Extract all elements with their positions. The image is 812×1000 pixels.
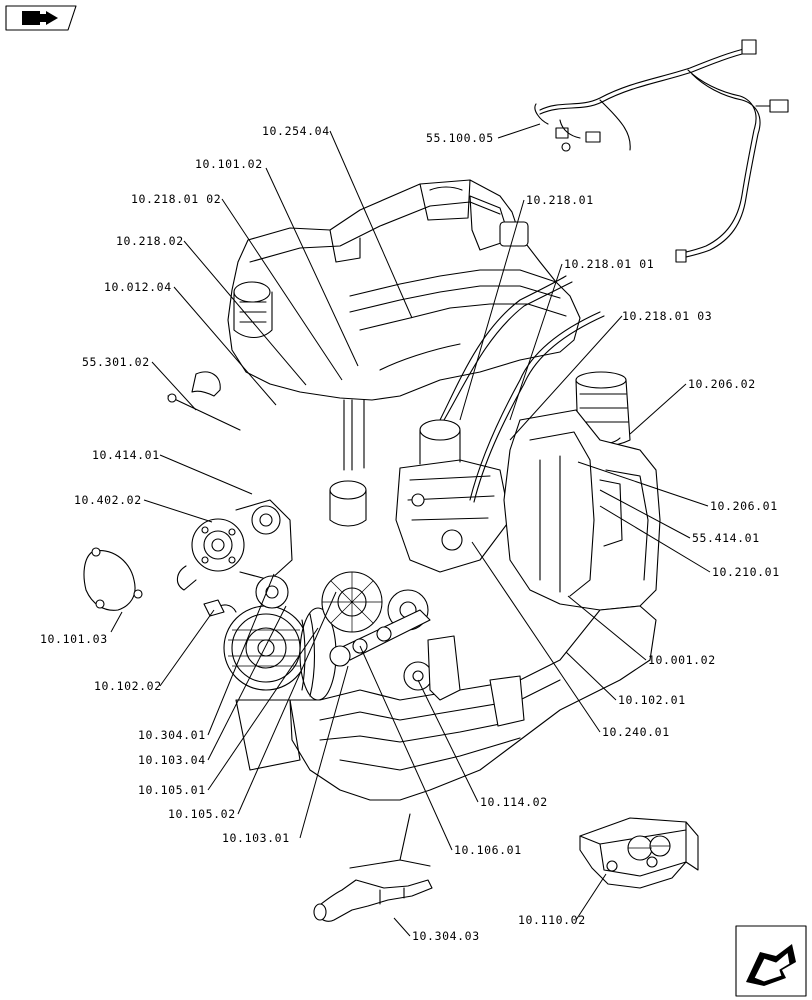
label-10-218-02: 10.218.02 — [116, 234, 184, 248]
label-10-001-02: 10.001.02 — [648, 653, 716, 667]
label-10-101-02: 10.101.02 — [195, 157, 263, 171]
label-10-206-02: 10.206.02 — [688, 377, 756, 391]
label-10-218-01-01: 10.218.01 01 — [564, 257, 654, 271]
label-10-106-01: 10.106.01 — [454, 843, 522, 857]
label-10-110-02: 10.110.02 — [518, 913, 586, 927]
label-10-254-04: 10.254.04 — [262, 124, 330, 138]
label-10-105-02: 10.105.02 — [168, 807, 236, 821]
label-10-210-01: 10.210.01 — [712, 565, 780, 579]
label-10-304-01: 10.304.01 — [138, 728, 206, 742]
section-tag-icon[interactable] — [5, 5, 77, 31]
label-10-402-02: 10.402.02 — [74, 493, 142, 507]
engine-illustration — [83, 39, 789, 922]
label-10-218-01: 10.218.01 — [526, 193, 594, 207]
label-10-414-01: 10.414.01 — [92, 448, 160, 462]
leader-lines — [110, 123, 711, 937]
label-55-100-05: 55.100.05 — [426, 131, 494, 145]
next-page-arrow-icon[interactable] — [735, 925, 807, 997]
label-10-102-01: 10.102.01 — [618, 693, 686, 707]
label-10-218-01-02: 10.218.01 02 — [131, 192, 221, 206]
label-10-206-01: 10.206.01 — [710, 499, 778, 513]
label-10-103-01: 10.103.01 — [222, 831, 290, 845]
label-10-114-02: 10.114.02 — [480, 795, 548, 809]
dipstick-tube — [313, 879, 433, 922]
label-55-301-02: 55.301.02 — [82, 355, 150, 369]
label-10-012-04: 10.012.04 — [104, 280, 172, 294]
callout-labels: 10.254.04 10.101.02 10.218.01 02 10.218.… — [40, 124, 780, 943]
label-10-102-02: 10.102.02 — [94, 679, 162, 693]
label-55-414-01: 55.414.01 — [692, 531, 760, 545]
wiring-harness — [534, 39, 789, 263]
balancer-unit — [579, 817, 699, 889]
label-10-218-01-03: 10.218.01 03 — [622, 309, 712, 323]
label-10-105-01: 10.105.01 — [138, 783, 206, 797]
label-10-101-03: 10.101.03 — [40, 632, 108, 646]
label-10-240-01: 10.240.01 — [602, 725, 670, 739]
label-10-103-04: 10.103.04 — [138, 753, 206, 767]
label-10-304-03: 10.304.03 — [412, 929, 480, 943]
